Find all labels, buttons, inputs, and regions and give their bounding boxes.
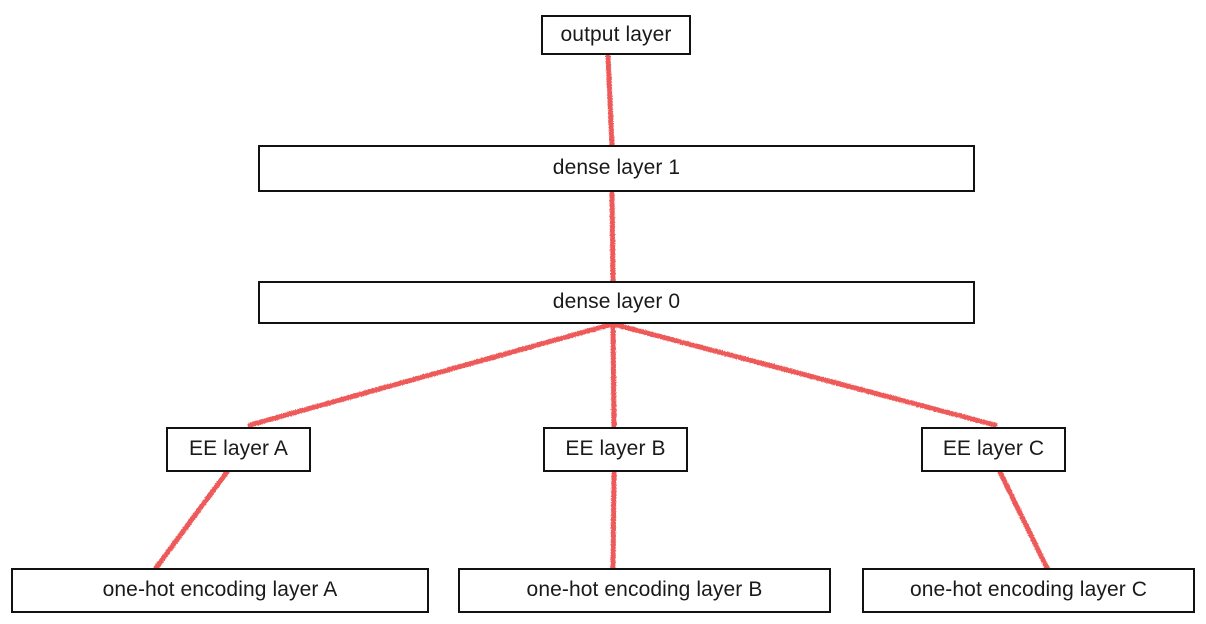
node-dense-layer-1[interactable]: dense layer 1 <box>258 145 975 192</box>
node-one-hot-encoding-layer-c-label: one-hot encoding layer C <box>909 578 1148 601</box>
edge-onehot-a-to-ee-a <box>153 469 230 571</box>
node-output-layer[interactable]: output layer <box>541 15 691 55</box>
edge-dense1-to-output <box>605 53 615 148</box>
node-one-hot-encoding-layer-b-label: one-hot encoding layer B <box>526 578 763 601</box>
node-one-hot-encoding-layer-c[interactable]: one-hot encoding layer C <box>862 568 1195 613</box>
edge-dense0-to-dense1 <box>609 190 616 284</box>
node-ee-layer-b[interactable]: EE layer B <box>543 427 688 472</box>
node-one-hot-encoding-layer-a[interactable]: one-hot encoding layer A <box>11 568 429 613</box>
node-ee-layer-c-label: EE layer C <box>942 437 1045 460</box>
node-dense-layer-0[interactable]: dense layer 0 <box>258 281 975 324</box>
node-one-hot-encoding-layer-b[interactable]: one-hot encoding layer B <box>458 568 831 613</box>
node-dense-layer-0-label: dense layer 0 <box>552 290 681 313</box>
edge-ee-c-to-dense0 <box>610 321 998 428</box>
edge-ee-b-to-dense0 <box>610 321 617 429</box>
node-ee-layer-a-label: EE layer A <box>188 437 289 460</box>
edge-onehot-b-to-ee-b <box>610 470 617 571</box>
edge-ee-a-to-dense0 <box>247 321 616 428</box>
node-ee-layer-a[interactable]: EE layer A <box>166 427 311 472</box>
edge-onehot-c-to-ee-c <box>997 469 1050 571</box>
node-one-hot-encoding-layer-a-label: one-hot encoding layer A <box>102 578 338 601</box>
node-ee-layer-c[interactable]: EE layer C <box>921 427 1066 472</box>
node-ee-layer-b-label: EE layer B <box>565 437 666 460</box>
node-dense-layer-1-label: dense layer 1 <box>552 156 681 179</box>
node-output-layer-label: output layer <box>560 22 672 46</box>
